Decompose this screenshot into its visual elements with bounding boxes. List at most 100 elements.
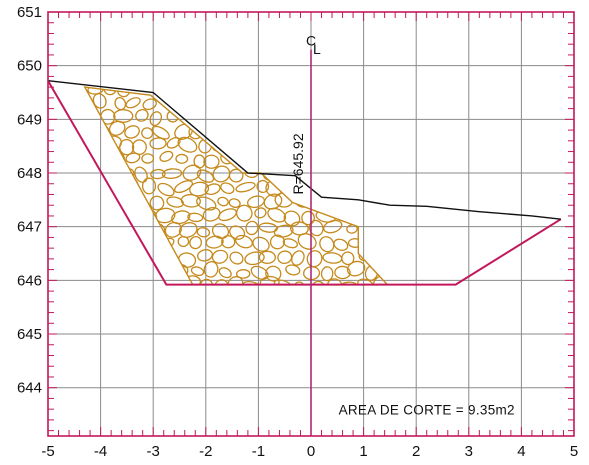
rock-stone: [228, 168, 244, 183]
rock-stone: [203, 154, 220, 169]
rock-stone: [338, 281, 358, 285]
rock-stone: [391, 162, 407, 180]
rock-stone: [84, 98, 92, 113]
rock-stone: [323, 219, 343, 234]
rock-stone: [84, 166, 99, 178]
y-tick-label: 645: [17, 326, 42, 343]
rock-stone: [306, 250, 323, 268]
rock-stone: [328, 138, 346, 154]
rock-stone: [91, 240, 105, 252]
rock-stone: [93, 150, 113, 167]
rock-stone: [84, 236, 92, 248]
rock-stone: [268, 96, 285, 113]
rock-stone: [391, 77, 408, 95]
rock-stone: [360, 87, 373, 94]
rock-stone: [217, 196, 229, 207]
rock-stone: [141, 177, 157, 195]
rock-stone: [334, 265, 351, 280]
rock-stone: [372, 274, 388, 285]
rock-stone: [366, 177, 380, 193]
rock-stone: [71, 251, 84, 264]
rock-stone: [84, 249, 99, 265]
rock-stone: [226, 139, 244, 149]
rock-stone: [379, 235, 388, 249]
plot-frame: [47, 11, 575, 437]
rock-stone: [389, 276, 406, 291]
rock-stone: [124, 125, 140, 139]
rock-stone: [219, 124, 238, 135]
rock-stone: [226, 106, 248, 124]
rock-stone: [282, 98, 302, 113]
rock-stone: [239, 126, 252, 138]
rock-stone: [84, 265, 96, 276]
rock-stone: [84, 167, 89, 182]
rock-stone: [149, 195, 165, 211]
rock-stone: [289, 221, 309, 236]
rock-stone: [312, 166, 325, 183]
rock-stone: [84, 274, 87, 285]
x-tick-label: -1: [252, 443, 265, 460]
rock-stone: [166, 110, 179, 123]
rock-stone: [113, 109, 134, 123]
rock-stone: [226, 87, 246, 96]
rock-stones: [71, 77, 408, 291]
rock-stone: [141, 127, 154, 140]
rock-stone: [341, 114, 354, 126]
rock-stone: [370, 221, 388, 237]
rock-stone: [341, 251, 355, 266]
x-tick-label: 3: [465, 443, 473, 460]
rock-stone: [374, 246, 388, 264]
rock-stone: [250, 265, 269, 280]
rock-stone: [177, 136, 198, 153]
rock-stone: [106, 209, 125, 225]
x-tick-label: 2: [412, 443, 420, 460]
rock-stone: [320, 266, 334, 282]
rock-stone: [199, 278, 214, 285]
rock-stone: [369, 152, 383, 164]
x-tick-label: 0: [307, 443, 315, 460]
rock-stone: [258, 87, 280, 96]
y-tick-label: 648: [17, 165, 42, 182]
rock-stone: [149, 111, 163, 126]
rock-stone: [306, 110, 323, 125]
rock-stone: [114, 96, 127, 111]
rock-stone: [358, 223, 372, 235]
rock-stone: [84, 125, 94, 135]
rock-stone: [162, 87, 182, 98]
rock-stone: [293, 281, 305, 285]
rock-stone: [235, 269, 251, 279]
rock-stone: [273, 224, 294, 238]
rock-stone: [120, 251, 136, 263]
rock-stone: [156, 237, 175, 251]
rock-stone: [157, 182, 175, 197]
rock-stone: [212, 165, 231, 183]
rock-stone: [108, 120, 126, 136]
rock-stone: [218, 267, 232, 279]
profile-lines: [47, 49, 562, 436]
rock-stone: [202, 206, 221, 222]
rock-stone: [341, 87, 358, 98]
rock-stone: [381, 95, 388, 109]
rock-stone: [159, 150, 174, 162]
rock-stone: [330, 181, 351, 197]
rock-stone: [84, 213, 94, 224]
rock-stone: [260, 138, 278, 151]
rock-stone: [174, 264, 189, 278]
rock-stone: [150, 168, 166, 180]
rock-stone: [365, 239, 380, 252]
x-tick-label: 5: [570, 443, 578, 460]
rock-stone: [380, 265, 388, 279]
rock-stone: [394, 224, 407, 236]
rock-stone: [174, 180, 194, 194]
rock-stone: [110, 233, 131, 251]
rock-stone: [196, 112, 212, 125]
rock-stone: [106, 150, 126, 169]
rock-stone: [376, 166, 388, 176]
x-tick-label: 4: [517, 443, 525, 460]
rock-stone: [382, 127, 388, 138]
elevation-annotation: R=645.92: [290, 133, 306, 194]
rock-stone: [236, 204, 253, 222]
rock-stone: [383, 213, 388, 224]
rock-stone: [142, 98, 157, 111]
